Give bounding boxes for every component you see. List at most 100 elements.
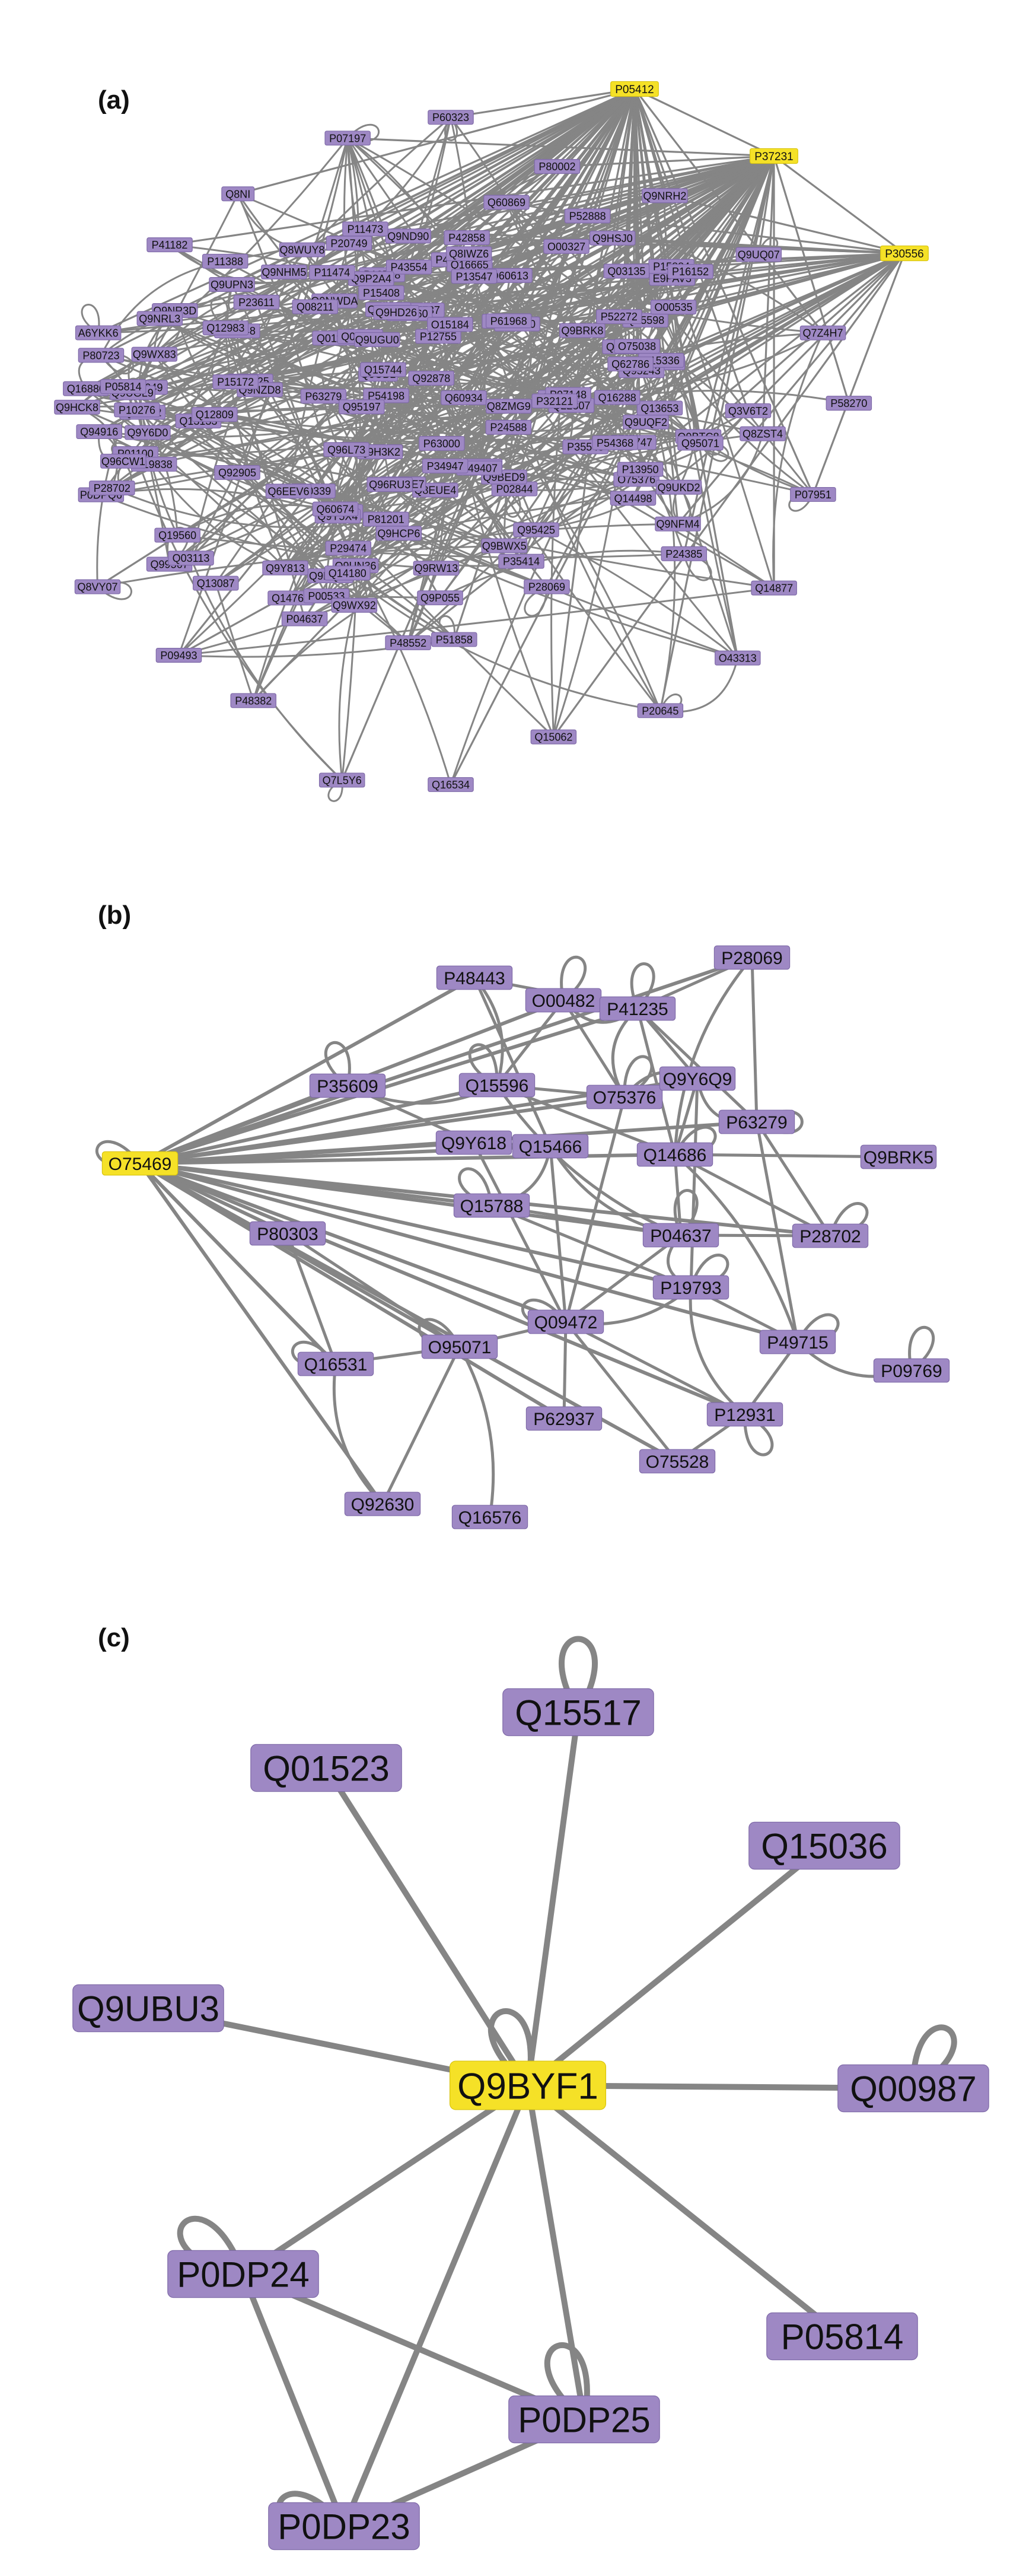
node-box xyxy=(445,246,492,262)
node-label: P12931 xyxy=(714,1405,775,1425)
edge xyxy=(138,1162,568,1324)
edge xyxy=(473,976,552,1148)
edge xyxy=(677,252,906,525)
edge xyxy=(505,201,824,334)
node-box xyxy=(636,400,683,416)
node-a-p52272: P52272 xyxy=(596,309,642,325)
node-a-p63000: P63000 xyxy=(419,435,465,451)
edge xyxy=(346,137,764,435)
node-a-p52888: P52888 xyxy=(564,208,611,224)
node-label: Q9NRL3 xyxy=(139,313,180,325)
node-box xyxy=(589,230,636,246)
edge xyxy=(331,155,775,273)
node-box xyxy=(344,1491,421,1516)
node-box xyxy=(300,389,347,404)
edge xyxy=(458,1345,495,1519)
node-label: P32121 xyxy=(536,395,573,407)
edge xyxy=(252,567,437,702)
node-a-q9p055: Q9P055 xyxy=(417,590,463,606)
node-box xyxy=(481,538,528,554)
node-label: Q95425 xyxy=(517,524,555,536)
panel-a-label: (a) xyxy=(98,85,130,115)
edge xyxy=(673,956,754,1156)
edge xyxy=(549,1144,568,1324)
node-label: P49407 xyxy=(461,462,498,474)
edge xyxy=(376,338,635,444)
node-a-p54198: P54198 xyxy=(363,388,409,403)
node-label: P0DP24 xyxy=(177,2255,309,2295)
node-label: Q95071 xyxy=(681,437,719,449)
node-label: Q94916 xyxy=(80,426,118,438)
node-box xyxy=(652,1275,729,1300)
node-box xyxy=(72,1984,224,2033)
node-box xyxy=(759,1330,836,1354)
node-a-p58270: P58270 xyxy=(826,396,872,411)
node-label: Q96RU3 xyxy=(369,479,410,491)
node-box xyxy=(339,399,385,415)
node-label: Q9Y618 xyxy=(441,1134,506,1153)
node-label: P0DP23 xyxy=(278,2507,410,2547)
node-label: P49715 xyxy=(767,1333,828,1353)
node-a-p16152: P16152 xyxy=(667,264,713,279)
node-label: Q8NI xyxy=(225,188,250,200)
node-box xyxy=(167,2250,319,2298)
node-label: P58270 xyxy=(830,397,867,409)
panel-a-network: (a) P60323P80002Q9NRH2Q9UQ07Q7Z4H7P58270… xyxy=(54,81,929,802)
node-a-q14498: Q14498 xyxy=(610,491,657,506)
node-a-q60613: Q60613 xyxy=(486,268,533,283)
node-label: Q9ND90 xyxy=(387,230,429,242)
node-label: P20645 xyxy=(642,705,678,717)
node-label: P09769 xyxy=(881,1362,942,1381)
node-label: Q8ZST4 xyxy=(743,428,783,440)
node-box xyxy=(385,259,432,275)
node-a-q9hck8: Q9HCK8 xyxy=(54,399,100,415)
panel-c-nodes: Q15517Q01523Q15036Q9UBU3Q00987P0DP24P058… xyxy=(72,1688,989,2550)
node-label: Q9HD26 xyxy=(375,307,417,319)
edge xyxy=(562,1320,568,1420)
node-label: Q9BWX5 xyxy=(482,540,527,552)
node-label: Q9HCK8 xyxy=(56,402,98,414)
node-label: P29474 xyxy=(330,543,367,555)
node-a-p11474: P11474 xyxy=(309,265,355,280)
node-a-q12983: Q12983 xyxy=(202,320,249,336)
hub-node-b-o75469: O75469 xyxy=(101,1151,179,1176)
node-box xyxy=(603,263,650,279)
self-loop-edge xyxy=(636,373,651,396)
node-a-q8wuy8: Q8WUY8 xyxy=(279,242,326,257)
node-box xyxy=(735,247,782,262)
node-box xyxy=(221,186,255,202)
node-a-q62786: Q62786 xyxy=(607,356,654,371)
node-label: Q92905 xyxy=(218,467,256,479)
node-a-p07197: P07197 xyxy=(324,131,371,146)
node-box xyxy=(214,465,260,480)
self-loop-edge xyxy=(303,365,325,395)
node-box xyxy=(233,294,280,310)
node-box xyxy=(748,1821,900,1870)
node-label: Q7Z4H7 xyxy=(803,327,843,339)
self-loop-edge xyxy=(487,2008,534,2086)
node-a-p13950: P13950 xyxy=(617,462,664,477)
node-a-q9rw13: Q9RW13 xyxy=(413,561,460,576)
node-box xyxy=(309,1073,386,1098)
node-c-p0dp24: P0DP24 xyxy=(167,2250,319,2298)
edge xyxy=(237,193,341,513)
node-box xyxy=(502,1688,654,1737)
node-box xyxy=(202,253,248,269)
self-loop-edge xyxy=(743,1415,774,1456)
node-a-q03135: Q03135 xyxy=(603,263,650,279)
node-label: Q9BRK5 xyxy=(864,1148,933,1168)
node-label: Q00987 xyxy=(850,2069,977,2109)
node-box xyxy=(428,777,474,792)
node-a-p35414: P35414 xyxy=(498,554,544,569)
node-label: Q9Y6D0 xyxy=(127,427,168,439)
edge xyxy=(158,317,465,399)
node-label: O75038 xyxy=(618,341,656,352)
node-label: Q9UGU0 xyxy=(355,334,399,346)
edge xyxy=(689,1077,699,1289)
node-label: P09493 xyxy=(160,650,197,662)
edge xyxy=(472,1141,568,1324)
edge xyxy=(673,1153,799,1344)
self-loop-edge xyxy=(630,962,655,1007)
node-box xyxy=(655,479,702,495)
